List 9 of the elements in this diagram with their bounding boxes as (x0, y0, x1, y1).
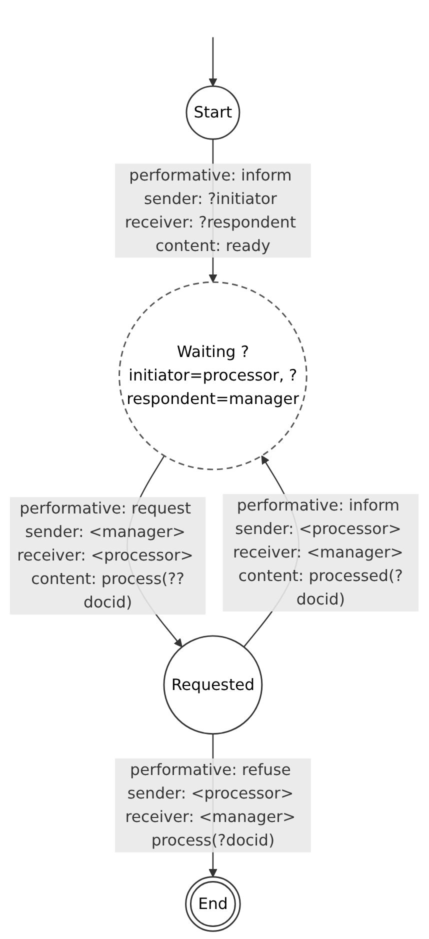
arrow (208, 37, 218, 87)
edge-label: performative: refuse sender: <processor> receiver: <manager> process(?docid) (126, 760, 296, 850)
edge-label: performative: inform sender: <processor> receiver: <manager> content: processed(?docid) (233, 496, 404, 609)
edge-label: performative: request sender: <manager> receiver: <processor> content: process(??docid) (17, 499, 194, 612)
node-circle: Waiting ?initiator=processor, ?respondent=manager (118, 281, 308, 470)
node-circle: Requested (164, 635, 263, 735)
edge-label: performative: inform sender: ?initiator receiver: ?respondent content: ready (125, 166, 296, 255)
node-circle: Start (186, 85, 240, 140)
node-circle: End (185, 876, 242, 932)
